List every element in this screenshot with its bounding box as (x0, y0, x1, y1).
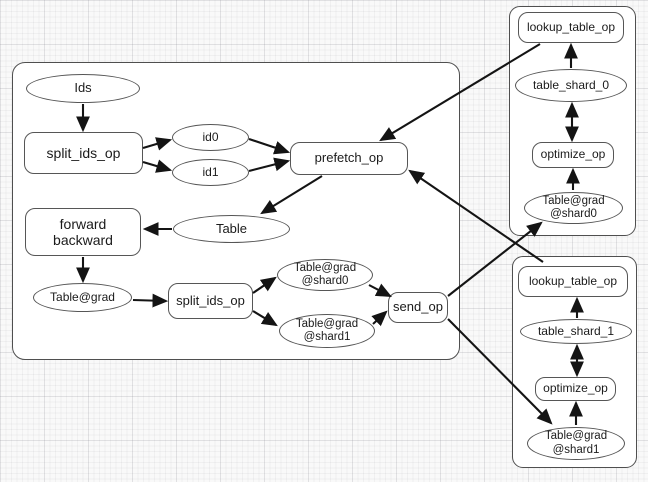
node-split-ids-op-2: split_ids_op (168, 283, 253, 319)
node-id1: id1 (172, 159, 249, 186)
node-table-label: Table (215, 220, 248, 236)
node-lookup-table-op-1: lookup_table_op (518, 266, 628, 297)
node-table-shard-1-label: table_shard_1 (537, 323, 615, 338)
node-id0: id0 (172, 124, 249, 151)
node-table-grad: Table@grad (33, 283, 132, 312)
node-forward-backward-label: forward backward (53, 215, 113, 248)
node-optimize-op-1-label: optimize_op (543, 381, 608, 396)
node-lookup-table-op-0-label: lookup_table_op (526, 19, 616, 34)
node-prefetch-op-label: prefetch_op (314, 150, 384, 166)
node-table-grad-shard1-pserver-label: Table@grad @shard1 (544, 430, 608, 456)
node-split-ids-op-2-label: split_ids_op (176, 292, 245, 308)
node-split-ids-op-1: split_ids_op (24, 132, 143, 174)
node-optimize-op-1: optimize_op (535, 377, 616, 401)
node-table-grad-shard0-pserver: Table@grad @shard0 (524, 192, 623, 224)
node-table-grad-shard0-trainer-label: Table@grad @shard0 (293, 261, 357, 287)
node-table-shard-0-label: table_shard_0 (532, 77, 610, 92)
node-id0-label: id0 (202, 129, 219, 144)
node-id1-label: id1 (202, 164, 219, 179)
node-send-op-label: send_op (393, 299, 443, 315)
node-table-grad-shard0-trainer: Table@grad @shard0 (277, 259, 373, 291)
node-forward-backward: forward backward (25, 208, 141, 256)
node-table-shard-0: table_shard_0 (515, 69, 627, 102)
node-ids: Ids (26, 74, 140, 103)
node-table-grad-shard1-trainer: Table@grad @shard1 (279, 314, 375, 348)
node-table-grad-shard0-pserver-label: Table@grad @shard0 (542, 194, 605, 220)
node-optimize-op-0: optimize_op (532, 142, 614, 168)
node-table-shard-1: table_shard_1 (520, 319, 632, 344)
node-table-grad-label: Table@grad (50, 289, 115, 304)
node-table-grad-shard1-trainer-label: Table@grad @shard1 (295, 317, 359, 343)
node-table-grad-shard1-pserver: Table@grad @shard1 (527, 427, 625, 460)
node-lookup-table-op-1-label: lookup_table_op (528, 273, 618, 288)
node-ids-label: Ids (74, 80, 92, 96)
node-lookup-table-op-0: lookup_table_op (518, 12, 624, 43)
node-send-op: send_op (388, 292, 448, 323)
node-split-ids-op-1-label: split_ids_op (46, 144, 121, 161)
node-prefetch-op: prefetch_op (290, 142, 408, 175)
node-table: Table (173, 215, 290, 243)
node-optimize-op-0-label: optimize_op (540, 147, 606, 162)
